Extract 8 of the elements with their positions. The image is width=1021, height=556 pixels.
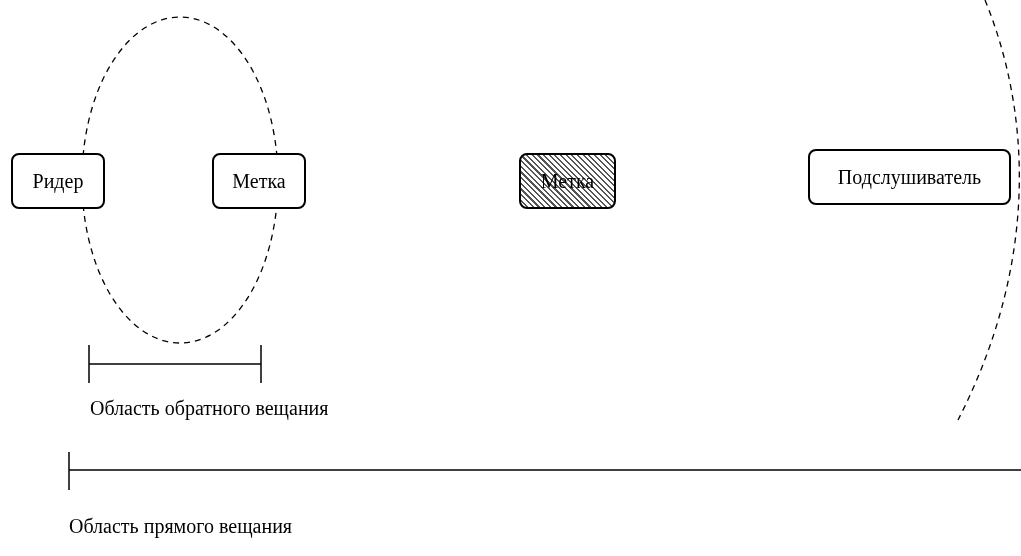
node-label: Ридер [32,171,84,191]
node-box [212,153,306,209]
node-box [11,153,105,209]
node-box [808,149,1011,205]
node-label: Метка [232,171,286,191]
range-label: Область обратного вещания [90,398,329,418]
node-label: Подслушиватель [837,167,982,187]
range-label: Область прямого вещания [69,516,293,536]
